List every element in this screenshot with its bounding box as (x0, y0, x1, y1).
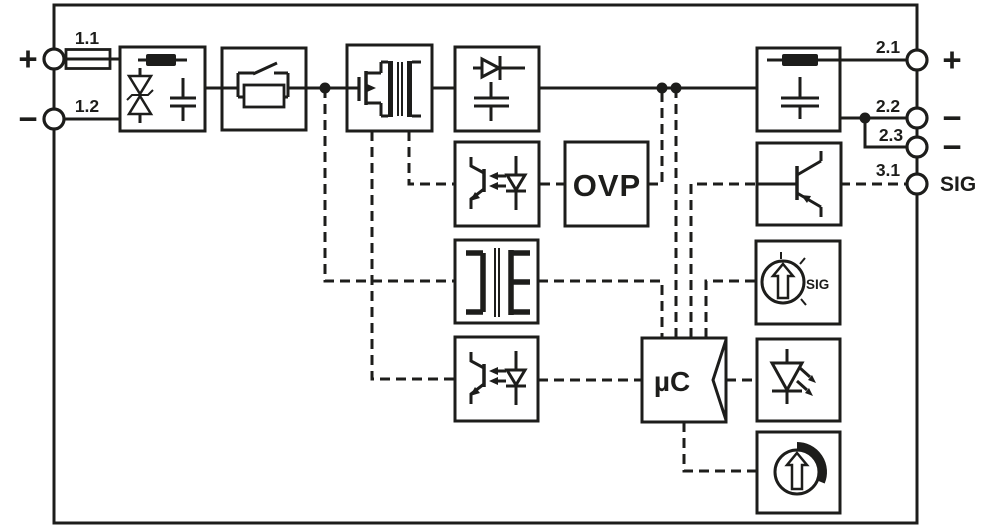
terminal-input-plus (42, 47, 66, 71)
input-minus-label: − (18, 100, 37, 137)
wire-output-minus-branch (863, 118, 907, 149)
wire-bus-to-transformer (323, 88, 455, 283)
terminal-number-3-1: 3.1 (876, 160, 901, 180)
threshold-dial-icon (760, 252, 807, 306)
signal-transistor-block (755, 141, 843, 227)
signal-transformer-icon (466, 248, 530, 317)
terminal-number-2-2: 2.2 (876, 96, 901, 116)
diode-icon (473, 56, 525, 80)
tvs-diode-icon (126, 68, 154, 123)
terminal-number-2-1: 2.1 (876, 37, 901, 57)
terminal-number-1-2: 1.2 (75, 96, 100, 116)
junction-dot (859, 112, 871, 124)
optocoupler1-block (453, 140, 541, 228)
terminal-signal (905, 172, 929, 196)
mosfet-icon (347, 60, 388, 118)
terminal-number-2-3: 2.3 (879, 125, 904, 145)
dashed-wires (323, 88, 907, 473)
output-filter-block (755, 46, 842, 133)
junction-dot (670, 82, 682, 94)
bypass-relay-icon (222, 61, 306, 109)
mux-chevron-icon (711, 339, 728, 421)
fuse-icon (64, 48, 112, 70)
terminal-output-plus (905, 48, 929, 72)
input-plus-label: + (18, 40, 37, 77)
transformer-icon (388, 60, 421, 118)
microcontroller-block: µC (640, 336, 728, 424)
capacitor-icon (781, 77, 819, 119)
terminal-input-minus (42, 107, 66, 131)
signal-output-label: SIG (940, 173, 976, 196)
wire-uc-to-transistor (689, 182, 757, 338)
wire-uc-to-potentiometer (682, 422, 757, 473)
potentiometer-icon (773, 442, 827, 496)
capacitor-icon (170, 78, 196, 121)
input-protection-block (118, 45, 207, 133)
transistor-icon (758, 151, 823, 217)
junction-dot (656, 82, 668, 94)
output-plus-label: + (942, 41, 961, 78)
wire-converter-to-opto2 (370, 131, 455, 381)
optocoupler2-block (453, 335, 540, 423)
choke-icon (767, 54, 840, 66)
inrush-limiter-block (220, 46, 308, 132)
terminal-output-minus-a (905, 106, 929, 130)
ovp-label: OVP (573, 168, 641, 203)
wire-ovp-to-bus (648, 88, 664, 186)
signal-threshold-block: SIG (754, 239, 842, 326)
led-icon (769, 349, 816, 404)
wire-converter-to-opto1 (407, 131, 455, 186)
ovp-block: OVP (563, 140, 650, 228)
labels: + − 1.1 1.2 2.1 2.2 2.3 3.1 + − − SIG (18, 28, 976, 196)
output-minus-label-b: − (942, 128, 961, 165)
junction-dot (319, 82, 331, 94)
output-rectifier-block (453, 45, 541, 133)
terminal-output-minus-b (905, 135, 929, 159)
output-minus-label-a: − (942, 99, 961, 136)
wire-transformer-to-uc (538, 279, 664, 338)
capacitor-icon (474, 82, 509, 121)
signal-threshold-label: SIG (806, 277, 829, 292)
potentiometer-block (755, 430, 842, 515)
switching-converter-block (345, 43, 434, 133)
wire-uc-to-sig-adjust (704, 279, 756, 338)
led-indicator-block (755, 337, 842, 423)
junction-dots (319, 82, 871, 124)
terminals (42, 47, 929, 196)
microcontroller-label: µC (654, 366, 690, 397)
inrush-resistor-icon (138, 54, 187, 66)
device-enclosure (52, 3, 919, 525)
signal-transformer-block (453, 238, 540, 325)
terminal-number-1-1: 1.1 (75, 28, 100, 48)
